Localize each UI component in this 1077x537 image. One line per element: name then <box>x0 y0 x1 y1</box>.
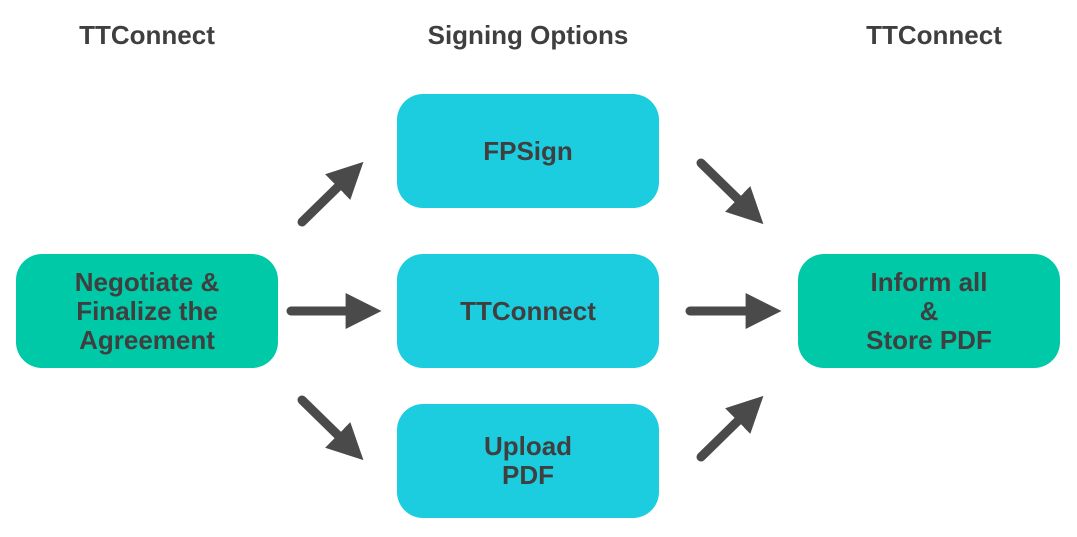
arrow-start-to-upload <box>297 395 364 461</box>
column-header-right: TTConnect <box>866 20 1002 50</box>
column-header-middle: Signing Options <box>427 20 629 50</box>
node-option-upload-pdf: Upload PDF <box>397 404 659 518</box>
arrow-fpsign-to-end <box>696 158 764 225</box>
arrow-upload-to-end <box>696 395 764 462</box>
node-inform-store-label: Inform all & Store PDF <box>866 266 992 355</box>
node-option-fpsign: FPSign <box>397 94 659 208</box>
node-negotiate-finalize-label: Negotiate & Finalize the Agreement <box>74 266 220 355</box>
node-inform-store: Inform all & Store PDF <box>798 254 1060 368</box>
node-option-upload-pdf-label: Upload PDF <box>483 431 573 490</box>
node-option-fpsign-label: FPSign <box>483 135 573 166</box>
column-header-left: TTConnect <box>79 20 215 50</box>
node-option-ttconnect: TTConnect <box>397 254 659 368</box>
node-option-ttconnect-label: TTConnect <box>460 295 596 326</box>
node-negotiate-finalize: Negotiate & Finalize the Agreement <box>16 254 278 368</box>
arrow-start-to-fpsign <box>297 161 364 227</box>
